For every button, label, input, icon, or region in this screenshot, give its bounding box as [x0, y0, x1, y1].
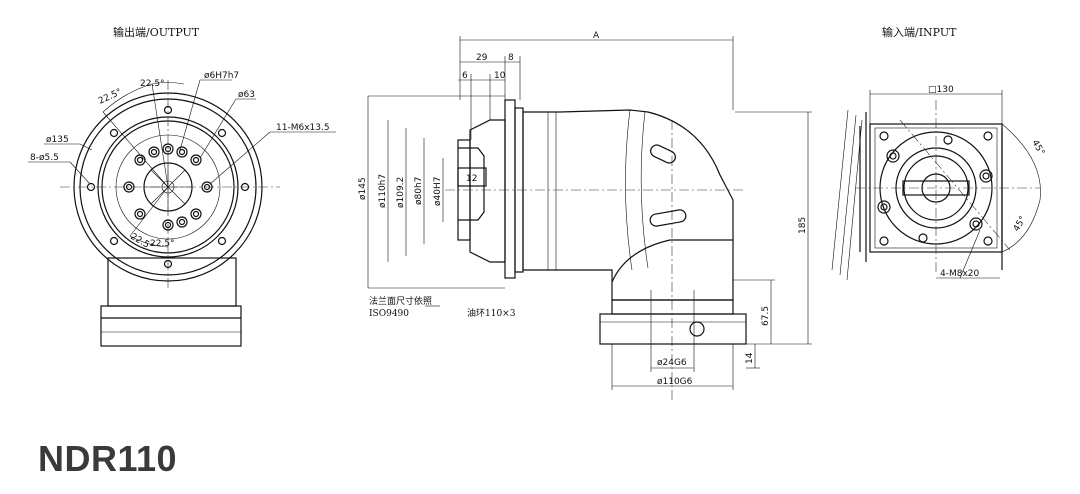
dim-input-tap: 4-M8x20 [940, 269, 980, 279]
outer-bolt-holes [86, 105, 250, 269]
input-caption: 输入端/INPUT [882, 25, 957, 39]
output-flange-profile [469, 119, 506, 263]
dim-angle-45a: 45° [1029, 139, 1046, 158]
model-title: NDR110 [38, 438, 178, 479]
dim-shaft-110: ø110G6 [657, 377, 693, 387]
dim-dia-145: ø145 [358, 177, 368, 200]
dim-height-67: 67.5 [761, 306, 771, 326]
dim-dia-110: ø110h7 [378, 174, 388, 208]
dim-dia-80: ø80h7 [414, 177, 424, 205]
note-iso: ISO9490 [369, 309, 409, 319]
dim-tap: 11-M6x13.5 [276, 123, 330, 133]
dim-bore-fit: ø6H7h7 [204, 71, 239, 81]
dim-angle-b: 22.5° [140, 79, 165, 89]
input-shaft-housing [599, 313, 747, 345]
dim-flange-dia: ø135 [46, 135, 69, 145]
dim-shaft-24: ø24G6 [657, 358, 687, 368]
gearbox-body [522, 109, 734, 301]
dim-len-6: 6 [462, 71, 468, 81]
dim-angle-45b: 45° [1012, 215, 1029, 234]
dim-pcd-small: ø63 [238, 90, 255, 100]
inner-tapped-holes [123, 143, 213, 231]
dim-len-29: 29 [476, 53, 488, 63]
dim-overall-length: A [593, 31, 600, 41]
dim-angle-a: 22.5° [97, 87, 123, 106]
output-caption: 输出端/OUTPUT [113, 25, 200, 39]
dim-dia-40: ø40H7 [433, 177, 443, 206]
dim-len-10: 10 [494, 71, 506, 81]
dim-square-130: □130 [928, 85, 954, 95]
note-flange-standard: 法兰面尺寸依照 [369, 295, 432, 307]
output-base-lower [100, 305, 242, 347]
dim-len-8: 8 [508, 53, 514, 63]
note-oil-ring: 油环110×3 [467, 307, 516, 319]
side-view: A 29 8 6 10 ø145 ø110h7 ø109.2 ø80h7 ø40… [358, 31, 812, 400]
dim-len-14: 14 [745, 352, 755, 364]
dim-bolt-holes: 8-ø5.5 [30, 153, 59, 163]
input-view: 输入端/INPUT □130 [831, 25, 1046, 281]
output-view: 输出端/OUTPUT [28, 25, 336, 347]
dim-angle-d: 22.5° [150, 239, 175, 249]
dim-height-185: 185 [798, 217, 808, 234]
dim-key-12: 12 [466, 174, 477, 184]
dim-dia-109: ø109.2 [396, 177, 406, 208]
